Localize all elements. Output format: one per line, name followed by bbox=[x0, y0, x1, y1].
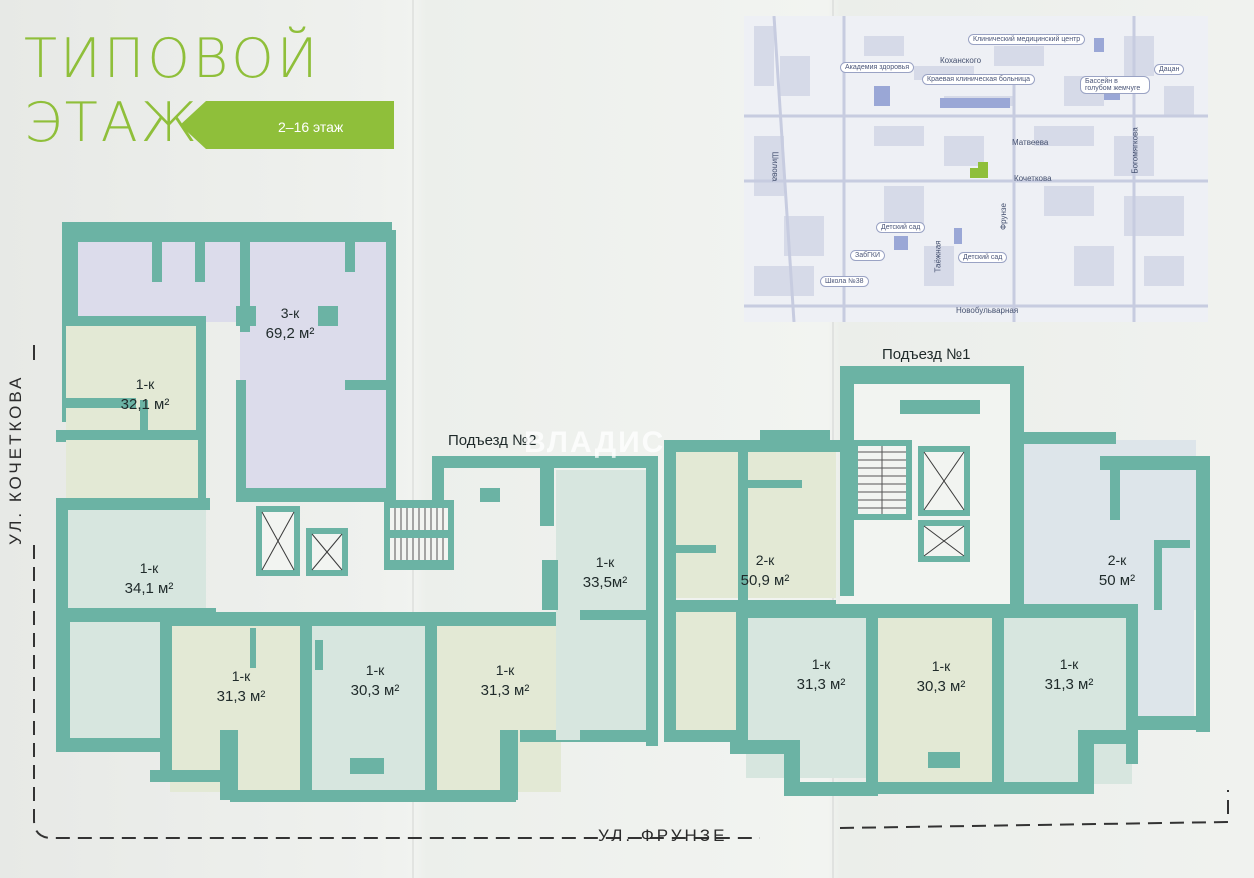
floor-range-tag: 2–16 этаж bbox=[180, 101, 394, 149]
map-poi-label: Бассейн в голубом жемчуге bbox=[1080, 76, 1150, 94]
map-poi-label: Детский сад bbox=[876, 222, 926, 233]
map-poi-label: Академия здоровья bbox=[840, 62, 915, 73]
apartment-1k-30b-label: 1-к 30,3 м² bbox=[896, 658, 986, 695]
room-area: 32,1 м² bbox=[120, 396, 170, 413]
room-type: 1-к bbox=[811, 656, 831, 672]
fold-line bbox=[832, 0, 834, 878]
apartment-1k-32-label: 1-к 32,1 м² bbox=[100, 376, 190, 413]
apartment-1k-34-label: 1-к 34,1 м² bbox=[104, 560, 194, 597]
apartment-2k-50-9-label: 2-к 50,9 м² bbox=[720, 552, 810, 589]
map-street-label: Фрунзе bbox=[998, 203, 1008, 230]
apartment-1k-31b bbox=[437, 626, 561, 792]
apartment-1k-31b-label: 1-к 31,3 м² bbox=[460, 662, 550, 699]
room-area: 31,3 м² bbox=[796, 676, 846, 693]
apartment-2k-50-9 bbox=[668, 448, 836, 598]
street-label-frunze: УЛ. ФРУНЗЕ bbox=[598, 826, 728, 845]
room-type: 1-к bbox=[1059, 656, 1079, 672]
entrance-2-label: Подъезд №2 bbox=[448, 432, 537, 449]
map-street-label: Кочеткова bbox=[1014, 174, 1052, 183]
apartment-1k-31d bbox=[1004, 618, 1132, 784]
map-street-label: Коханского bbox=[940, 56, 982, 65]
map-poi-label: Детский сад bbox=[958, 252, 1008, 263]
map-poi-label: Краевая клиническая больница bbox=[922, 74, 1035, 85]
map-poi-label: Клинический медицинский центр bbox=[968, 34, 1086, 45]
room-type: 1-к bbox=[139, 560, 159, 576]
map-street-label: Новобульварная bbox=[956, 306, 1019, 315]
floor-tag-shape bbox=[180, 101, 394, 149]
fold-line bbox=[412, 0, 414, 878]
apartment-1k-31a-label: 1-к 31,3 м² bbox=[196, 668, 286, 705]
apartment-3k-label: 3-к 69,2 м² bbox=[250, 305, 330, 342]
room-area: 31,3 м² bbox=[1044, 676, 1094, 693]
room-area: 33,5м² bbox=[582, 574, 628, 591]
title-line-1: ТИПОВОЙ bbox=[24, 27, 321, 90]
apartment-1k-33 bbox=[556, 470, 646, 740]
room-type: 1-к bbox=[595, 554, 615, 570]
room-type: 1-к bbox=[135, 376, 155, 392]
room-area: 30,3 м² bbox=[350, 682, 400, 699]
apartment-2k-50-label: 2-к 50 м² bbox=[1072, 552, 1162, 589]
map-street-label: Матвеева bbox=[1012, 138, 1049, 147]
watermark: ВЛАДИС bbox=[524, 426, 666, 459]
apartment-1k-33-label: 1-к 33,5м² bbox=[562, 554, 648, 591]
room-area: 50,9 м² bbox=[740, 572, 790, 589]
room-area: 31,3 м² bbox=[216, 688, 266, 705]
map-street-label: Таёжная bbox=[933, 240, 943, 273]
room-type: 1-к bbox=[931, 658, 951, 674]
map-poi-label: Дацан bbox=[1154, 64, 1185, 75]
apartment-1k-31c-label: 1-к 31,3 м² bbox=[776, 656, 866, 693]
room-type: 2-к bbox=[1107, 552, 1127, 568]
map-poi-label: Школа №38 bbox=[820, 276, 869, 287]
street-label-kochetkova: УЛ. КОЧЕТКОВА bbox=[6, 345, 28, 545]
apartment-1k-34 bbox=[66, 502, 206, 622]
map-street-label: Богомягкова bbox=[1130, 127, 1140, 174]
location-map: Клинический медицинский центр Академия з… bbox=[744, 16, 1208, 322]
room-area: 30,3 м² bbox=[916, 678, 966, 695]
room-type: 1-к bbox=[495, 662, 515, 678]
room-type: 1-к bbox=[231, 668, 251, 684]
room-type: 1-к bbox=[365, 662, 385, 678]
map-street-label: Шилова bbox=[770, 151, 780, 182]
title-line-2: ЭТАЖ bbox=[24, 91, 200, 154]
room-area: 50 м² bbox=[1098, 572, 1136, 589]
apartment-3k bbox=[240, 242, 388, 500]
floor-range: 2–16 этаж bbox=[278, 119, 344, 135]
street-label-kochetkova-text: УЛ. КОЧЕТКОВА bbox=[6, 374, 25, 545]
room-type: 3-к bbox=[280, 305, 300, 321]
room-area: 31,3 м² bbox=[480, 682, 530, 699]
entrance-1-label: Подъезд №1 bbox=[882, 346, 971, 363]
room-area: 34,1 м² bbox=[124, 580, 174, 597]
map-poi-label: ЗабГКИ bbox=[850, 250, 886, 261]
room-area: 69,2 м² bbox=[265, 325, 315, 342]
apartment-1k-31d-label: 1-к 31,3 м² bbox=[1024, 656, 1114, 693]
apartment-1k-32 bbox=[66, 320, 202, 440]
apartment-1k-30a-label: 1-к 30,3 м² bbox=[330, 662, 420, 699]
room-type: 2-к bbox=[755, 552, 775, 568]
